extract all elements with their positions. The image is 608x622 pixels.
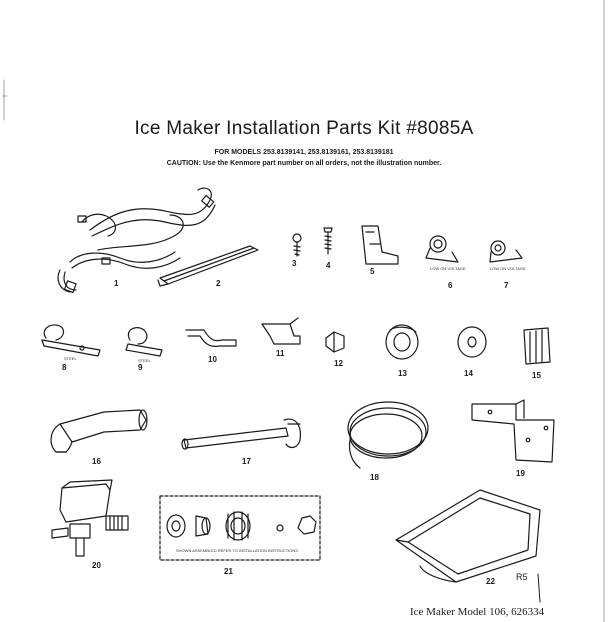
part-number-17: 17	[242, 457, 251, 466]
part-8-clamp	[41, 324, 101, 357]
part-6-clamp	[425, 235, 459, 263]
part-20-water-valve	[51, 479, 129, 557]
part-9-clamp	[125, 327, 163, 357]
part-number-15: 15	[532, 371, 541, 380]
footer-model: Ice Maker Model 106, 626334	[410, 606, 545, 618]
part-number-8: 8	[62, 363, 67, 372]
leader-line-r5	[537, 573, 541, 603]
part-number-16: 16	[92, 457, 101, 466]
part-number-10: 10	[208, 355, 217, 364]
part-5-bracket	[361, 225, 399, 265]
caption-21: SHOWN ASSEMBLED REFER TO INSTALLATION IN…	[176, 548, 298, 553]
caution-line: CAUTION: Use the Kenmore part number on …	[166, 160, 442, 167]
part-2-strip	[157, 245, 259, 287]
part-number-13: 13	[398, 369, 407, 378]
part-number-11: 11	[276, 349, 285, 358]
part-21-fitting-kit	[159, 495, 321, 561]
part-1-wire-harness	[57, 187, 216, 294]
part-3-screw	[292, 233, 302, 257]
part-14-grommet	[457, 326, 487, 358]
caption-9: STEEL	[138, 358, 151, 363]
part-13-grommet	[385, 324, 419, 360]
part-number-4: 4	[326, 261, 331, 270]
part-4-screw	[323, 227, 333, 255]
part-number-22: 22	[486, 577, 495, 586]
part-number-1: 1	[114, 279, 119, 288]
part-22-ice-bin	[395, 489, 541, 583]
part-number-12: 12	[334, 359, 343, 368]
part-number-3: 3	[292, 259, 297, 268]
caption-6: LOW ON VOLTAGE	[430, 266, 466, 271]
part-number-21: 21	[224, 567, 233, 576]
part-number-r5: R5	[516, 572, 528, 582]
part-number-5: 5	[370, 267, 375, 276]
part-number-6: 6	[448, 281, 453, 290]
page-title: Ice Maker Installation Parts Kit #8085A	[134, 118, 474, 139]
caption-8: STEEL	[64, 356, 77, 361]
part-number-7: 7	[504, 281, 509, 290]
part-18-tubing-coil	[347, 401, 429, 469]
models-line: FOR MODELS 253.8139141, 253.8139161, 253…	[214, 149, 394, 156]
part-number-18: 18	[370, 473, 379, 482]
part-number-14: 14	[464, 369, 473, 378]
part-10-clip	[185, 329, 237, 347]
caption-7: LOW ON VOLTAGE	[490, 266, 526, 271]
part-7-clamp	[489, 240, 523, 263]
part-number-19: 19	[516, 469, 525, 478]
part-number-9: 9	[138, 363, 143, 372]
part-number-20: 20	[92, 561, 101, 570]
part-12-connector	[325, 331, 345, 353]
part-16-fill-tube-elbow	[50, 409, 148, 453]
part-number-2: 2	[216, 279, 221, 288]
part-15-tape	[523, 327, 551, 365]
part-17-fill-tube	[181, 418, 301, 450]
part-11-bracket	[261, 317, 301, 345]
part-19-mounting-bracket	[471, 399, 555, 463]
